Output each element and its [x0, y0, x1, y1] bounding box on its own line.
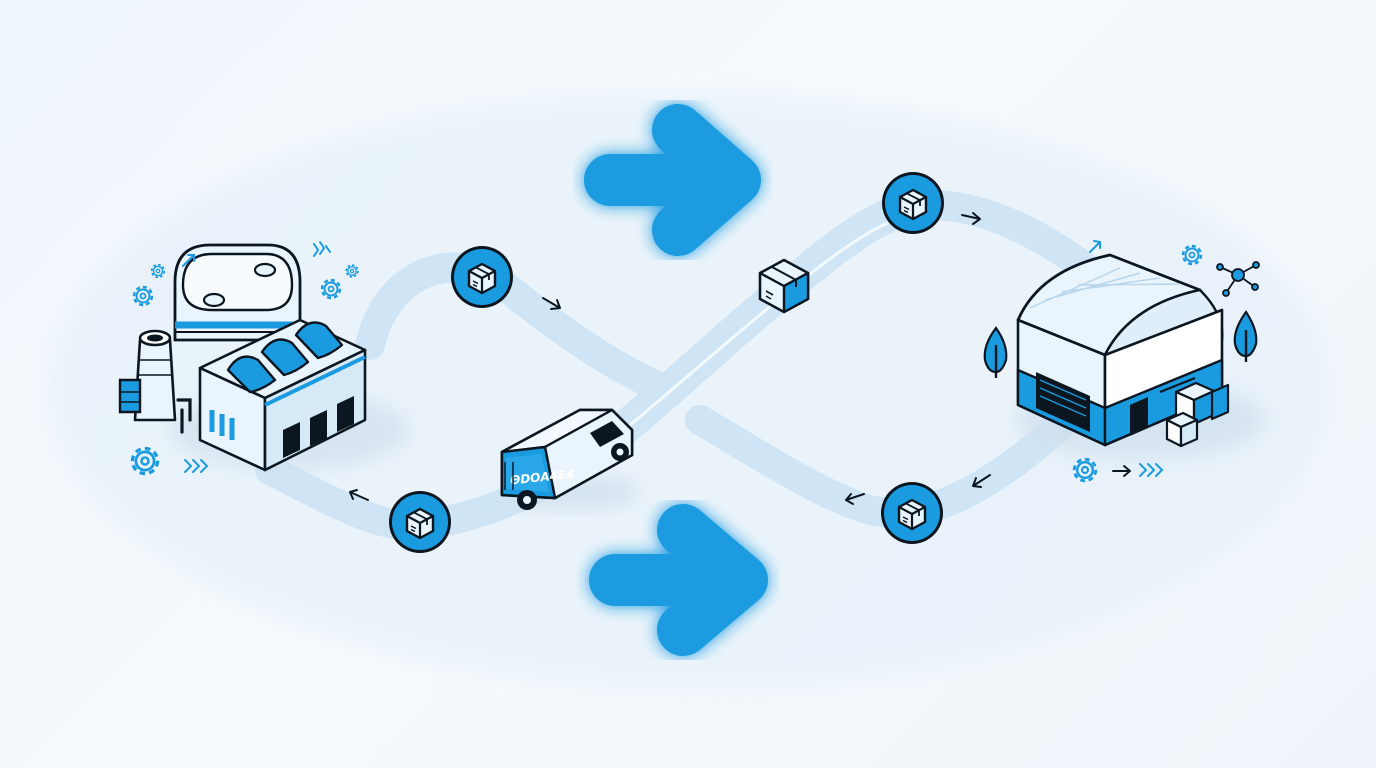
big-arrow-bottom — [589, 504, 768, 656]
path-right-bottom — [685, 405, 1075, 528]
chevrons-icon — [1139, 463, 1164, 477]
factory-building — [198, 318, 367, 472]
factory-roof-dome — [260, 338, 310, 377]
path-right-top — [915, 190, 1110, 290]
warehouse-building — [1016, 253, 1224, 447]
big-arrow-right-icon — [584, 104, 761, 256]
factory-icon — [118, 241, 410, 476]
chevrons-icon — [184, 241, 331, 473]
small-arrow-icon — [845, 493, 865, 505]
big-arrow-top — [584, 104, 761, 256]
small-arrow-icon — [349, 489, 369, 501]
delivery-van-icon: ΘDOA4E4 — [500, 408, 640, 510]
van-label: ΘDOA4E4 — [509, 467, 575, 488]
factory-roof-dome — [226, 355, 277, 394]
factory-chimney — [118, 329, 192, 434]
tree-icon — [983, 326, 1008, 378]
package-badge-top-left — [449, 244, 515, 310]
small-arrows — [349, 212, 991, 505]
factory-tank — [173, 243, 302, 342]
small-arrow-icon — [972, 474, 991, 488]
small-arrow-icon — [182, 254, 195, 267]
warehouse-icon — [983, 240, 1265, 483]
warehouse-boxes — [1165, 381, 1230, 448]
package-badge-bottom-right — [879, 480, 945, 546]
package-badge-top-right — [880, 170, 946, 236]
package-badge-bottom-left — [387, 489, 453, 555]
path-center-diagonal-highlight — [588, 210, 927, 460]
package-cube-icon — [758, 258, 810, 314]
big-arrow-right-icon — [589, 504, 768, 656]
small-arrow-icon — [1112, 465, 1131, 477]
network-node-icon — [1216, 261, 1260, 297]
small-arrow-icon — [961, 212, 981, 225]
tree-icon — [1233, 310, 1258, 362]
small-arrow-icon — [1089, 240, 1101, 253]
factory-roof-dome — [294, 321, 344, 360]
small-arrow-icon — [542, 297, 561, 310]
